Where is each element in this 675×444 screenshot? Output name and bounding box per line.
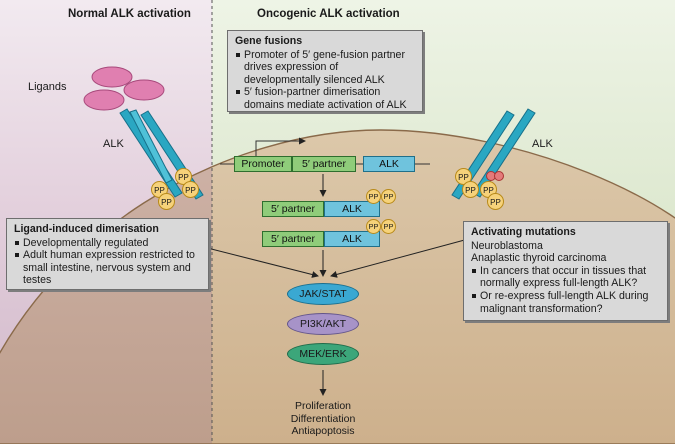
mutations-box-title: Activating mutations [471,226,576,238]
gene-fusions-title: Gene fusions [235,35,303,47]
fusion-alk-2: ALK [324,231,380,247]
mutations-box-text: Neuroblastoma [471,239,543,252]
outcome-text: Differentiation [290,412,356,425]
partner-box: 5′ partner [292,156,356,172]
alk-gene-box: ALK [363,156,415,172]
gene-fusions-box: Gene fusions Promoter of 5′ gene-fusion … [227,30,423,112]
mek-erk-pathway: MEK/ERK [287,343,359,365]
phospho-badge: PP [381,189,396,204]
ligand-box-item: Adult human expression restricted to sma… [14,249,201,287]
ligand-molecules [83,66,165,111]
normal-panel-title: Normal ALK activation [68,8,191,20]
outcome-text: Proliferation [294,400,352,412]
phospho-badge: PP [366,219,381,234]
ligand-box-title: Ligand-induced dimerisation [14,223,159,235]
phospho-badge: PP [462,181,479,198]
outcomes-list: Proliferation Differentiation Antiapopto… [263,400,383,438]
pi3k-akt-pathway: PI3K/AKT [287,313,359,335]
alk-right-label: ALK [532,138,553,150]
ligands-label: Ligands [28,81,67,93]
activating-mutations-box: Activating mutations Neuroblastoma Anapl… [463,221,668,321]
alk-left-label: ALK [103,138,124,150]
fusion-alk-1: ALK [324,201,380,217]
ligand-box-item: Developmentally regulated [14,237,201,250]
jak-stat-pathway: JAK/STAT [287,283,359,305]
mutations-box-item: Or re-express full-length ALK during mal… [471,290,660,315]
phospho-badge: PP [487,193,504,210]
gene-fusions-item: Promoter of 5′ gene-fusion partner drive… [235,49,415,87]
phospho-badge: PP [381,219,396,234]
mutations-box-text: Anaplastic thyroid carcinoma [471,252,607,265]
phospho-badge: PP [182,181,199,198]
outcome-text: Antiapoptosis [291,425,355,437]
phospho-badge: PP [158,193,175,210]
oncogenic-panel-title: Oncogenic ALK activation [257,8,400,20]
mutations-box-item: In cancers that occur in tissues that no… [471,265,660,290]
promoter-box: Promoter [234,156,292,172]
ligand-dimerisation-box: Ligand-induced dimerisation Developmenta… [6,218,209,290]
gene-fusions-item: 5′ fusion-partner dimerisation domains m… [235,86,415,111]
fusion-partner-1: 5′ partner [262,201,324,217]
fusion-partner-2: 5′ partner [262,231,324,247]
phospho-badge: PP [366,189,381,204]
